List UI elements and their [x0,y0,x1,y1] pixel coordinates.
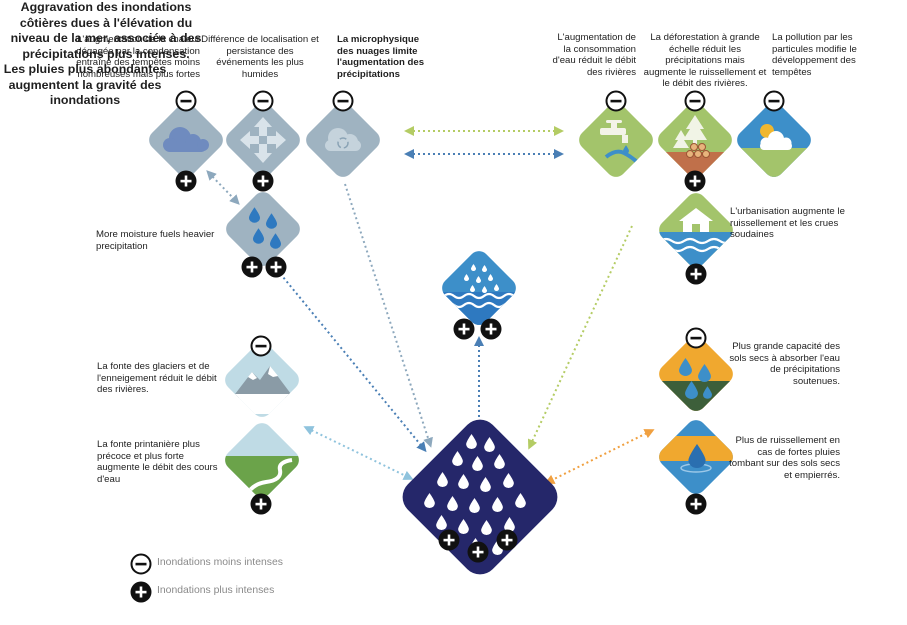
plus-icon [250,493,272,515]
tile-sun-cloud [737,103,811,178]
minus-icon [175,90,197,112]
arrows [206,126,655,484]
plus-icon [496,529,518,551]
label-cloud-microphysics: La microphysique des nuages limite l'aug… [337,34,425,80]
label-coastal-flooding: Aggravation des inondations côtières due… [10,0,202,61]
label-urbanization: L'urbanisation augmente le ruissellement… [730,206,845,241]
plus-icon [685,263,707,285]
minus-icon [250,335,272,357]
plus-icon [684,170,706,192]
arrow-gray-to-central [344,183,433,448]
tile-cloud-cycle [306,103,380,177]
minus-icon [763,90,785,112]
tile-moisture-drops [226,192,300,266]
river-icon [244,458,293,497]
arrow-orange-soil [544,429,655,484]
label-water-consumption: L'augmentation de la consommation d'eau … [552,32,636,78]
tile-spring-melt [225,423,300,497]
minus-icon [130,553,152,575]
plus-icon [685,493,707,515]
arrow-gray-to-moisture [206,170,240,205]
label-dry-soil-runoff: Plus de ruissellement en cas de fortes p… [729,435,840,481]
plus-icon [480,318,502,340]
arrow-blue-to-central [273,265,427,453]
plus-icon [265,256,287,278]
tile-arrows-spread [226,103,300,177]
plus-icon [467,541,489,563]
plus-icon [438,529,460,551]
minus-icon [684,90,706,112]
minus-icon [605,90,627,112]
house-icon [679,208,713,232]
label-dry-soil-absorb: Plus grande capacité des sols secs à abs… [729,341,840,387]
arrow-green-to-central [527,225,633,450]
tile-water-tap [579,103,653,177]
tile-coastal-flooding [440,251,520,330]
label-spring-melt: La fonte printanière plus précoce et plu… [97,439,218,485]
plus-icon [130,581,152,603]
legend-minus-label: Inondations moins intenses [157,557,283,568]
four-arrows-icon [240,117,286,163]
legend-plus-label: Inondations plus intenses [157,585,275,596]
minus-icon [685,327,707,349]
arrow-lightblue-melt [303,426,414,480]
plus-icon [175,170,197,192]
plus-icon [453,318,475,340]
label-central: Les pluies plus abondantes augmentent la… [3,62,167,107]
tree-icon [673,115,707,148]
label-glacier-melt: La fonte des glaciers et de l'enneigemen… [97,361,217,396]
plus-icon [252,170,274,192]
label-moisture-fuels: More moisture fuels heavier precipitatio… [96,229,215,252]
cloud-icon [163,127,206,152]
label-location-persistence: Différence de localisation et persistanc… [201,34,319,80]
minus-icon [252,90,274,112]
tile-storm-cloud [149,103,223,177]
cloud-cycle-icon [325,128,361,151]
faucet-icon [600,120,628,143]
mountain-icon [232,366,294,398]
label-particle-pollution: La pollution par les particules modifie … [772,32,857,78]
logs-icon [686,143,710,158]
label-deforestation: La déforestation à grande échelle réduit… [643,32,767,90]
minus-icon [332,90,354,112]
cloud-icon [760,131,792,150]
plus-icon [241,256,263,278]
label-heat-condensation: L'augmentation de la chaleur dégagée par… [76,34,200,80]
